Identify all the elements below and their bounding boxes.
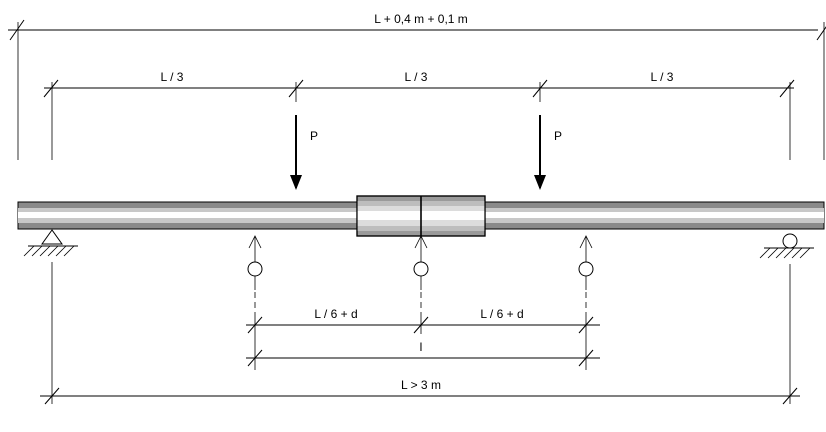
pin-support-left (23, 229, 78, 257)
gauge-length-dimension: l (246, 340, 600, 367)
gauge-right (578, 235, 594, 370)
load-right-label: P (554, 129, 562, 143)
gauge-left (247, 235, 263, 370)
third-middle-label: L / 3 (405, 70, 428, 84)
third-left-label: L / 3 (161, 70, 184, 84)
roller-support-right (759, 233, 814, 259)
load-arrow-right: P (534, 115, 562, 190)
overall-length-label: L + 0,4 m + 0,1 m (374, 12, 468, 26)
overall-length-dimension: L + 0,4 m + 0,1 m (8, 12, 826, 160)
half-right-label: L / 6 + d (480, 307, 523, 321)
half-left-label: L / 6 + d (314, 307, 357, 321)
gauge-middle (413, 235, 429, 334)
gauge-length-label: l (420, 340, 423, 354)
load-left-label: P (310, 129, 318, 143)
half-gauge-dimension: L / 6 + d L / 6 + d (246, 307, 600, 334)
thirds-dimension: L / 3 L / 3 L / 3 (43, 70, 795, 160)
span-dimension: L > 3 m (40, 262, 800, 405)
third-right-label: L / 3 (651, 70, 674, 84)
span-label: L > 3 m (401, 378, 441, 392)
load-arrow-left: P (290, 115, 318, 190)
coupling-sleeve (356, 195, 486, 237)
